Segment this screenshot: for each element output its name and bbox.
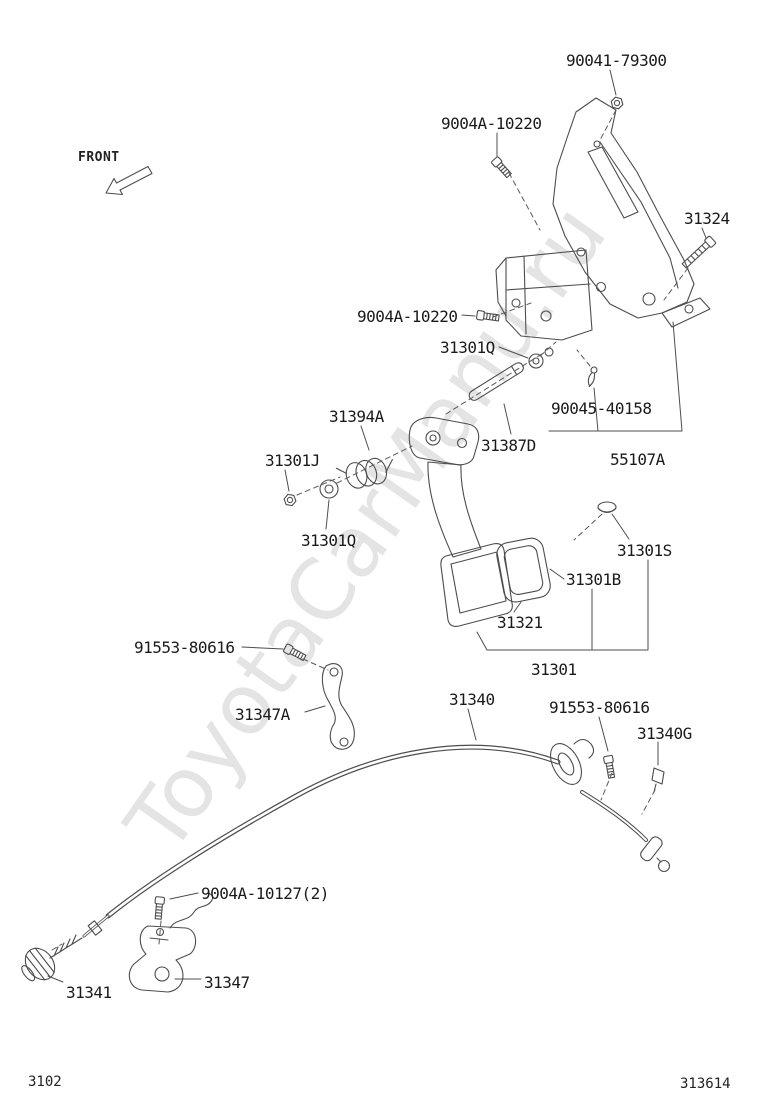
cable-end-fitting	[640, 836, 671, 873]
cap-31301s	[597, 501, 617, 514]
part-label-31347: 31347	[204, 973, 250, 992]
footer-page-code: 3102	[28, 1074, 62, 1090]
front-label: FRONT	[78, 150, 120, 165]
part-label-55107a: 55107A	[610, 450, 665, 469]
part-label-90045-40158: 90045-40158	[551, 399, 652, 418]
pedal-arm-assembly	[408, 416, 513, 627]
footer-diagram-code: 313614	[680, 1076, 731, 1092]
leader-lines	[47, 69, 707, 983]
clip-31340g	[651, 767, 665, 793]
part-label-9004a-10127: 9004A-10127(2)	[201, 884, 329, 903]
part-label-31340: 31340	[449, 690, 495, 709]
clip-90045-40158	[587, 366, 598, 388]
pushrod-31387d	[468, 362, 524, 401]
part-label-31340g: 31340G	[637, 724, 692, 743]
cable-grommet	[550, 738, 595, 785]
adjuster-knob-31341	[21, 947, 56, 982]
part-label-31301b: 31301B	[566, 570, 621, 589]
part-label-31341: 31341	[66, 983, 112, 1002]
part-label-9004a-10220-1: 9004A-10220	[441, 114, 542, 133]
bolt-9004a-10220-upper	[490, 155, 513, 180]
bushing-31301q-lower	[319, 479, 339, 499]
part-label-31387d: 31387D	[481, 436, 536, 455]
pedal-pad-31321	[496, 537, 551, 603]
front-arrow-icon	[105, 165, 153, 196]
part-label-31301q-1: 31301Q	[440, 338, 495, 357]
part-label-91553-80616-1: 91553-80616	[134, 638, 235, 657]
clutch-cable-31340	[49, 738, 671, 959]
bolt-9004a-10127	[153, 896, 166, 920]
part-label-31394a: 31394A	[329, 407, 384, 426]
part-label-31321: 31321	[497, 613, 543, 632]
bolt-31324	[681, 235, 717, 269]
cable-bracket-31347	[128, 892, 214, 993]
nut-31301j	[282, 493, 298, 507]
part-label-31301q-2: 31301Q	[301, 531, 356, 550]
part-label-31301j: 31301J	[265, 451, 320, 470]
bolt-91553-80616-right	[602, 754, 617, 780]
part-label-91553-80616-2: 91553-80616	[549, 698, 650, 717]
strap-31347a	[321, 663, 355, 750]
bushing-31301q-upper	[528, 353, 544, 369]
part-label-9004a-10220-2: 9004A-10220	[357, 307, 458, 326]
part-label-31301s: 31301S	[617, 541, 672, 560]
part-label-90041-79300: 90041-79300	[566, 51, 667, 70]
alignment-dashes	[51, 109, 689, 951]
part-label-31324: 31324	[684, 209, 730, 228]
pedal-support-bracket	[495, 97, 711, 357]
part-label-31347a: 31347A	[235, 705, 290, 724]
part-label-31301: 31301	[531, 660, 577, 679]
